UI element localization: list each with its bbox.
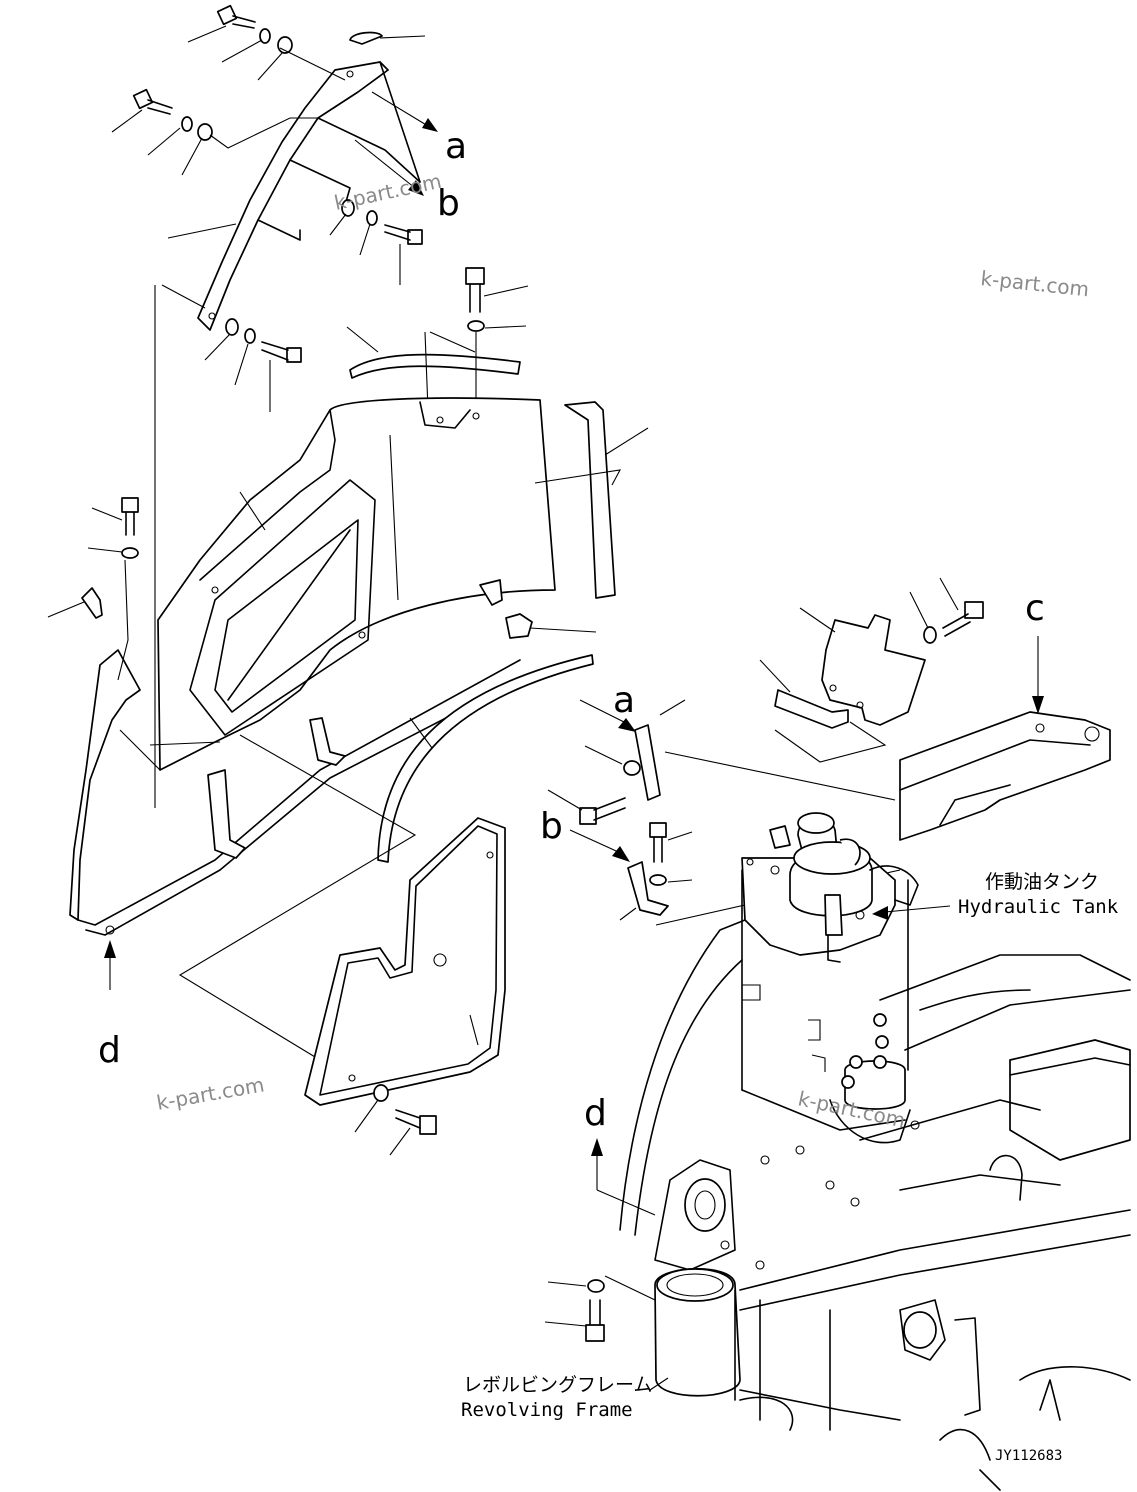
label-a-top: a <box>445 126 467 167</box>
bolt-right-plate <box>910 578 983 643</box>
right-cover-plate <box>800 608 925 725</box>
lower-cover-panel <box>305 818 505 1105</box>
revolving-frame <box>620 712 1130 1490</box>
label-a-bracket: a <box>613 680 635 721</box>
arrow-d-frame <box>591 1138 655 1215</box>
arrow-a-top <box>372 92 438 132</box>
watermark: k-part.com <box>155 1072 266 1115</box>
bolt-revolving-frame <box>545 1276 655 1341</box>
arrow-c-right <box>1032 636 1044 714</box>
label-c-right: c <box>1025 588 1045 629</box>
drawing-code: JY112683 <box>995 1448 1062 1464</box>
frame-label-ja: レボルビングフレーム <box>463 1374 652 1396</box>
panel-support-rail <box>70 580 520 935</box>
frame-leader <box>650 1378 668 1390</box>
clip-right-panel <box>506 614 596 638</box>
tank-label-ja: 作動油タンク <box>985 871 1099 893</box>
label-d-frame: d <box>584 1093 607 1134</box>
arrow-b-top <box>355 140 424 196</box>
curved-weatherstrip <box>378 655 593 862</box>
bracket-a <box>548 700 895 824</box>
tank-label-en: Hydraulic Tank <box>958 896 1119 918</box>
bolt-group-top-3 <box>330 200 422 285</box>
hose-top <box>347 327 520 410</box>
bolt-group-top-2 <box>112 90 318 175</box>
seal-strip <box>535 402 648 598</box>
label-b-top: b <box>437 183 460 224</box>
rubber-block <box>760 660 885 762</box>
tank-leader-arrow <box>872 906 888 920</box>
bolt-lower-cover <box>355 1085 436 1155</box>
bolt-left-panel <box>48 498 138 680</box>
watermark: k-part.com <box>332 169 444 215</box>
main-side-panel <box>158 398 555 770</box>
hydraulic-tank <box>742 813 918 962</box>
label-b-bracket: b <box>540 806 563 847</box>
watermark: k-part.com <box>979 266 1090 301</box>
bolt-group-top-1 <box>188 6 425 80</box>
frame-label-en: Revolving Frame <box>461 1399 633 1421</box>
label-d-left: d <box>98 1030 121 1071</box>
bolt-group-top-4 <box>205 319 301 412</box>
tank-leader <box>885 906 950 912</box>
arrow-d-left <box>104 940 116 990</box>
